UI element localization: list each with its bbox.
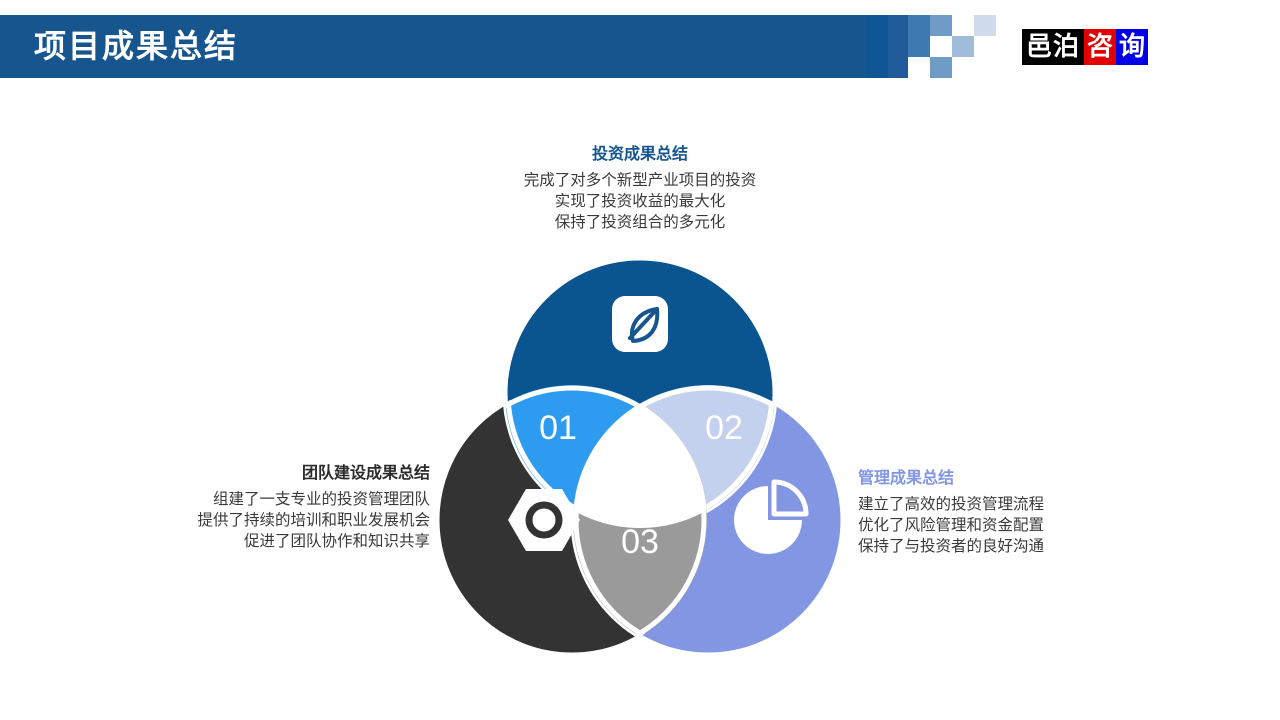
hex-nut-icon: [508, 489, 580, 551]
block-line: 提供了持续的培训和职业发展机会: [197, 512, 430, 529]
checker-cell: [866, 15, 888, 78]
checker-cell: [930, 57, 952, 78]
company-logo[interactable]: 邑泊 咨 询: [1022, 29, 1149, 65]
logo-segment-red: 咨: [1084, 29, 1117, 65]
block-heading: 投资成果总结: [591, 146, 688, 163]
block-line: 优化了风险管理和资金配置: [858, 517, 1045, 534]
block-heading: 团队建设成果总结: [301, 465, 430, 482]
venn-diagram: 01 02 03: [430, 250, 850, 662]
checker-cell: [930, 36, 952, 57]
block-line: 完成了对多个新型产业项目的投资: [523, 172, 757, 189]
checker-cell: [930, 15, 952, 36]
block-line: 促进了团队协作和知识共享: [243, 533, 430, 550]
block-line: 实现了投资收益的最大化: [554, 193, 726, 210]
checker-cell: [888, 15, 908, 78]
page-title: 项目成果总结: [34, 28, 239, 64]
checker-cell: [908, 15, 930, 57]
leaf-icon: [612, 296, 668, 352]
block-line: 保持了投资组合的多元化: [554, 214, 726, 231]
checker-decoration: [866, 15, 996, 78]
venn-number-02: 02: [705, 409, 743, 447]
header-band: [0, 15, 872, 78]
venn-center[interactable]: [573, 385, 843, 655]
venn-number-03: 03: [621, 523, 659, 561]
logo-segment-black: 邑泊: [1022, 29, 1085, 65]
block-line: 保持了与投资者的良好沟通: [858, 538, 1045, 555]
logo-segment-blue: 询: [1116, 29, 1149, 65]
text-block-management: 管理成果总结 建立了高效的投资管理流程 优化了风险管理和资金配置 保持了与投资者…: [858, 467, 1238, 557]
checker-cell: [974, 15, 996, 36]
pie-chart-icon: [734, 479, 809, 554]
block-line: 组建了一支专业的投资管理团队: [212, 491, 430, 508]
text-block-team: 团队建设成果总结 组建了一支专业的投资管理团队 提供了持续的培训和职业发展机会 …: [60, 462, 430, 552]
block-heading: 管理成果总结: [858, 470, 955, 487]
text-block-investment: 投资成果总结 完成了对多个新型产业项目的投资 实现了投资收益的最大化 保持了投资…: [440, 143, 840, 233]
block-line: 建立了高效的投资管理流程: [858, 496, 1045, 513]
venn-number-01: 01: [539, 409, 577, 447]
checker-cell: [952, 36, 974, 57]
